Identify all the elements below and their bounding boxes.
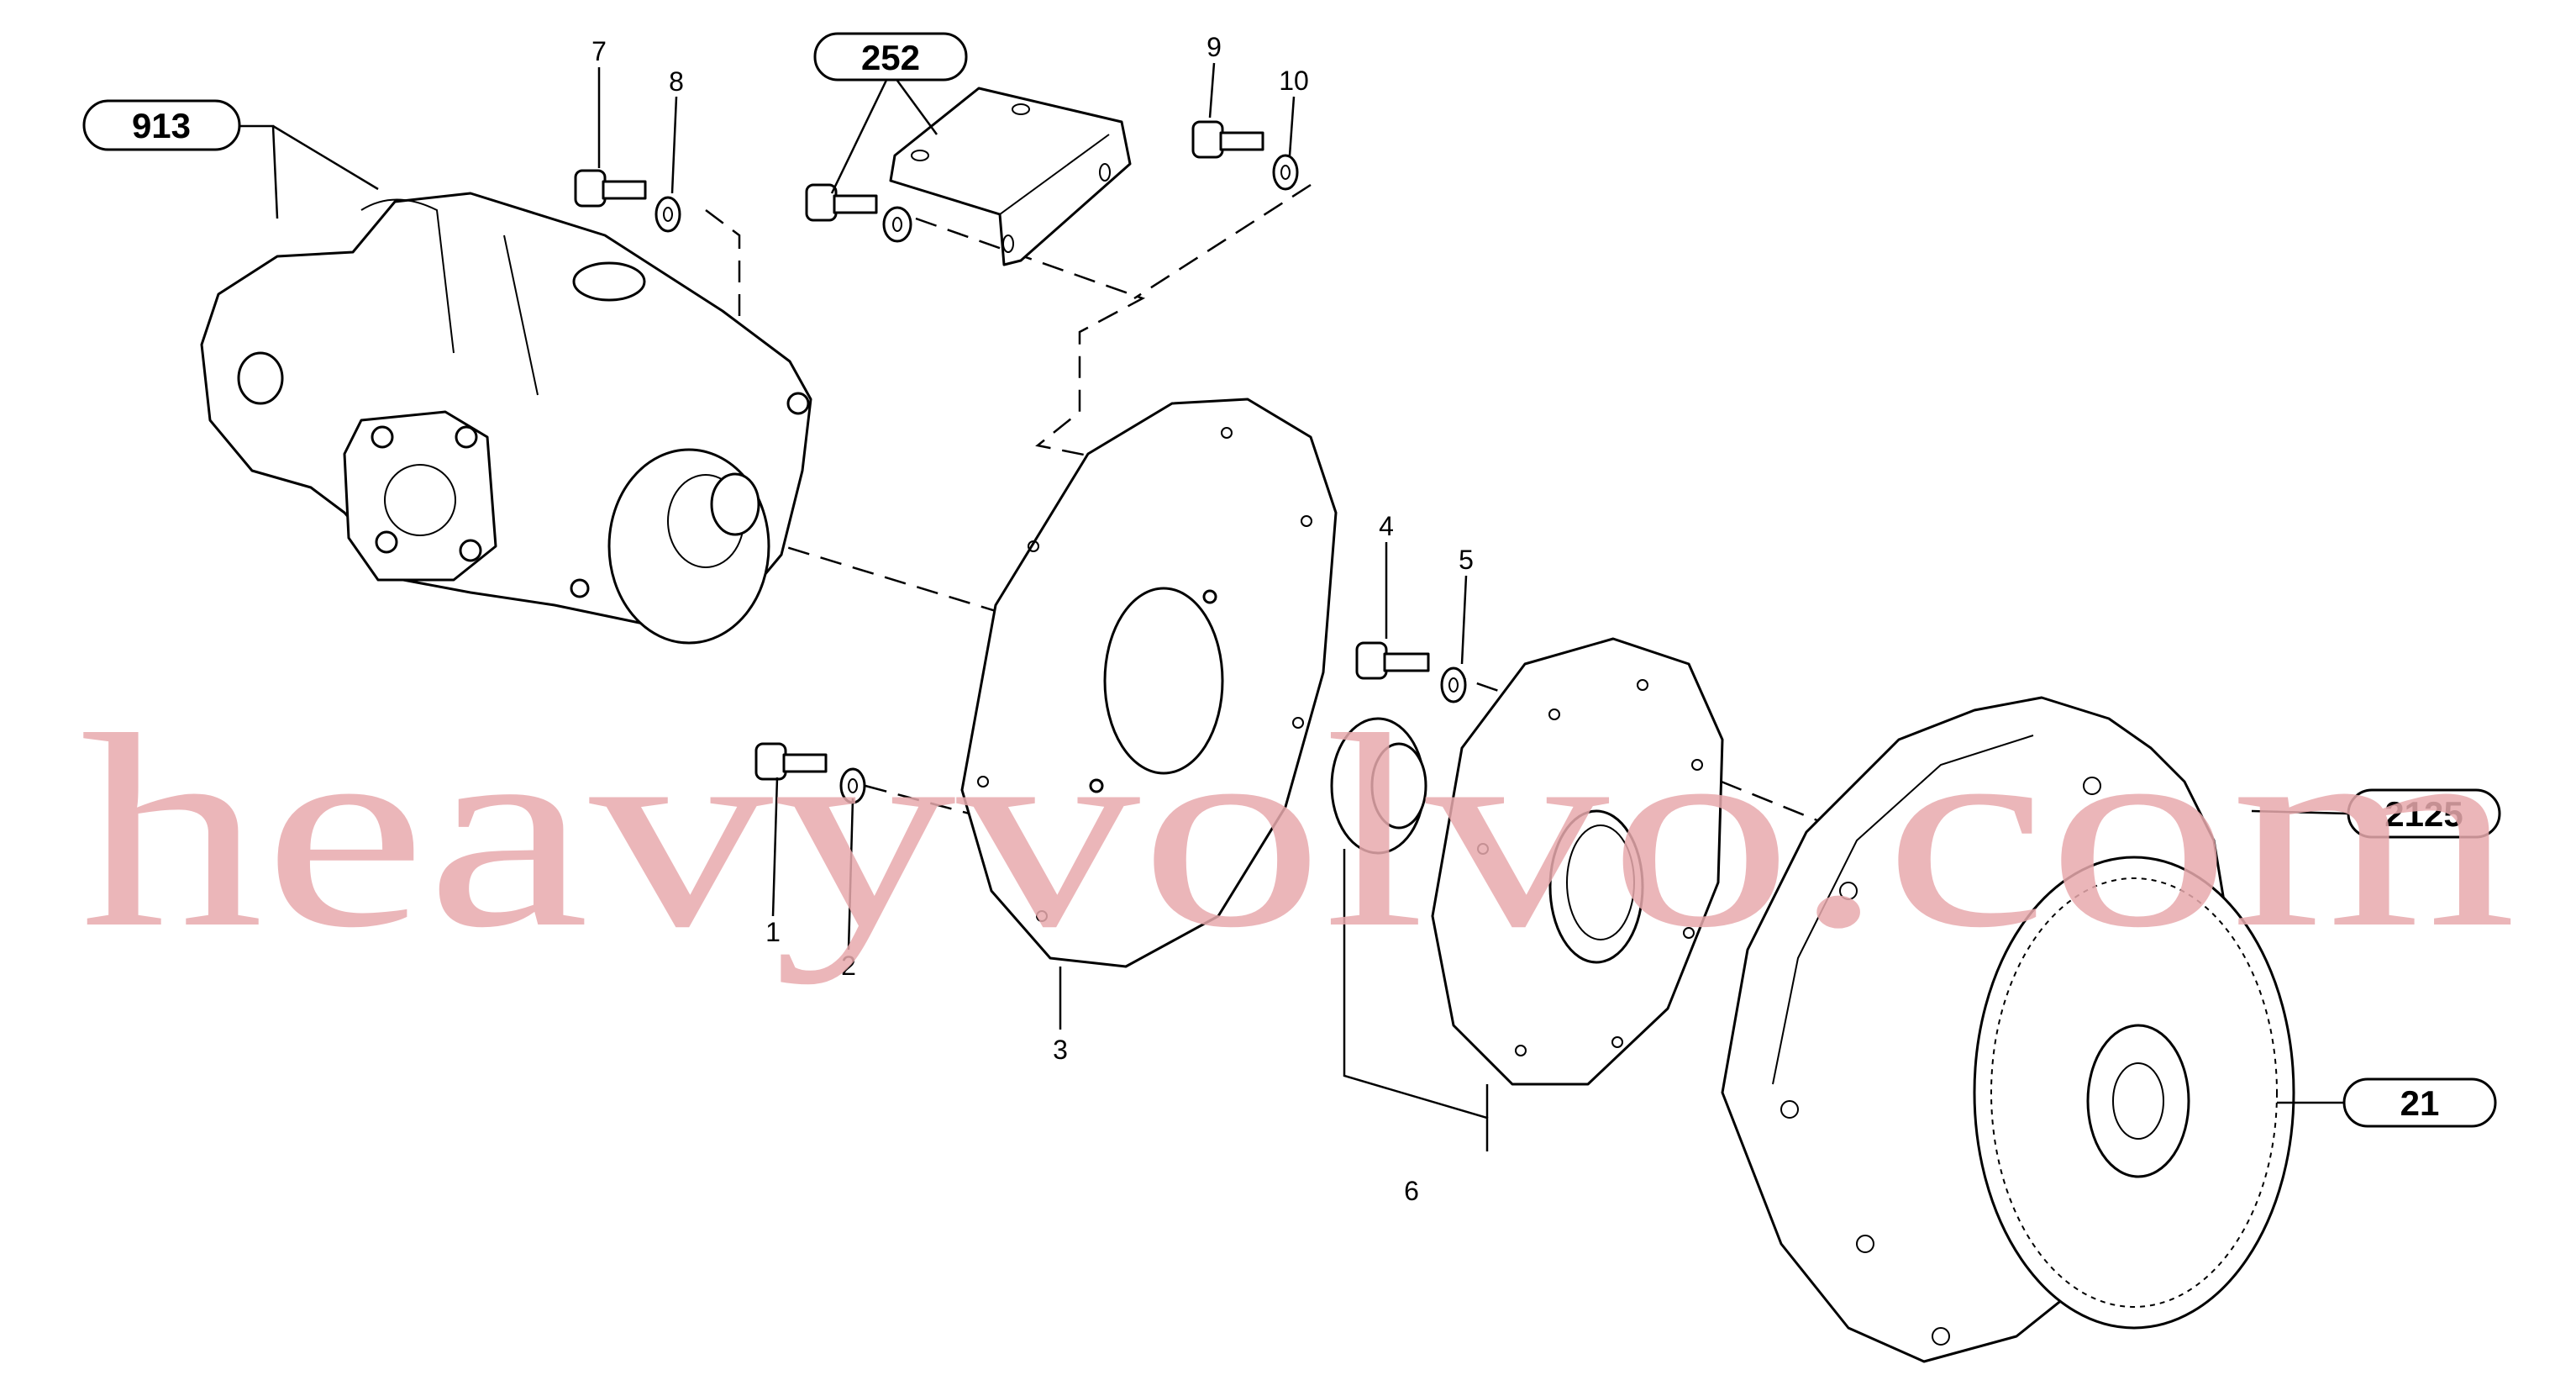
svg-text:21: 21 — [2400, 1083, 2440, 1123]
callout-2: 2 — [841, 951, 856, 981]
callout-6: 6 — [1404, 1176, 1419, 1206]
washer-5 — [1440, 666, 1467, 703]
bracket-screw — [805, 183, 878, 222]
callout-8: 8 — [669, 66, 684, 97]
hydraulic-pump-assembly — [200, 192, 812, 645]
flywheel — [1973, 856, 2295, 1330]
callout-10: 10 — [1279, 66, 1309, 96]
callout-1: 1 — [765, 917, 781, 947]
callout-7: 7 — [591, 36, 607, 66]
svg-text:2125: 2125 — [2384, 794, 2463, 834]
svg-text:252: 252 — [861, 38, 920, 77]
leader-lines — [239, 62, 2349, 1151]
coupling-gear — [1330, 717, 1427, 855]
group-label-913: 913 — [82, 99, 241, 151]
group-label-2125: 2125 — [2347, 788, 2501, 839]
washer-8 — [655, 196, 681, 233]
watermark: heavyvolvo.com — [80, 678, 2516, 985]
mounting-bracket — [889, 87, 1132, 266]
washer-10 — [1272, 154, 1299, 191]
group-label-252: 252 — [813, 32, 968, 82]
screw-9 — [1191, 120, 1264, 159]
adapter-plate — [960, 398, 1338, 968]
callout-4: 4 — [1379, 511, 1394, 541]
screw-4 — [1355, 641, 1430, 680]
coupling-flange — [1431, 637, 1724, 1086]
callout-9: 9 — [1207, 32, 1222, 62]
screw-1 — [754, 742, 828, 781]
bracket-washer — [882, 206, 912, 243]
svg-text:913: 913 — [132, 106, 191, 145]
part-number-callouts: 7 8 9 10 4 5 1 2 3 6 — [591, 32, 1474, 1206]
group-label-21: 21 — [2342, 1077, 2497, 1128]
callout-5: 5 — [1459, 545, 1474, 575]
screw-7 — [574, 169, 647, 208]
callout-3: 3 — [1053, 1035, 1068, 1065]
